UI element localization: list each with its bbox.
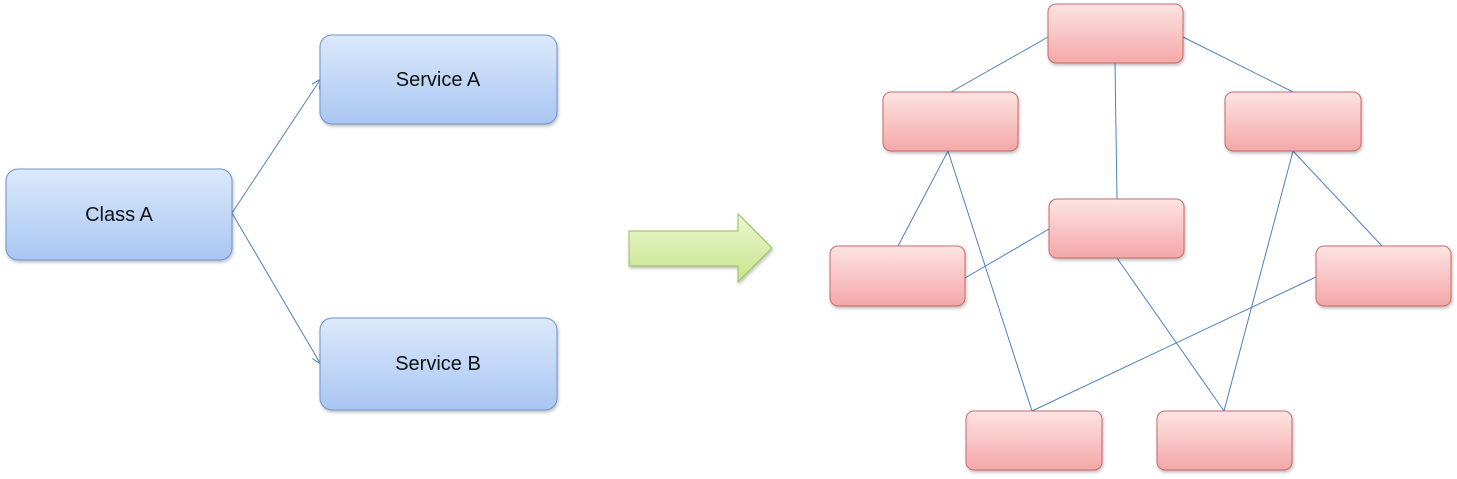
left-diagram: Class A Service A Service B	[5, 34, 558, 411]
network-edge	[1223, 150, 1294, 412]
service-a-label: Service A	[396, 69, 481, 91]
network-edge	[947, 150, 1033, 412]
network-edge	[1031, 276, 1317, 412]
network-edge	[1182, 36, 1294, 93]
network-edge	[950, 36, 1049, 93]
class-a-node: Class A	[5, 168, 233, 261]
network-edge	[1114, 62, 1118, 200]
network-node	[1047, 3, 1184, 64]
class-a-label: Class A	[85, 204, 153, 226]
service-b-node: Service B	[319, 317, 558, 411]
connector-class-a-to-service-a	[231, 80, 320, 214]
network-node	[1048, 198, 1185, 259]
right-arrow-icon	[628, 212, 773, 284]
right-diagram	[829, 3, 1452, 471]
connector-class-a-to-service-b	[231, 212, 320, 363]
network-edge	[964, 228, 1050, 279]
network-node	[1156, 410, 1293, 471]
network-node	[1224, 91, 1362, 152]
network-edges	[897, 36, 1383, 412]
service-b-label: Service B	[395, 353, 481, 375]
service-a-node: Service A	[319, 34, 558, 125]
network-node	[882, 91, 1019, 152]
network-nodes	[829, 3, 1452, 471]
network-node	[1315, 245, 1452, 307]
network-edge	[897, 150, 949, 247]
network-node	[965, 410, 1103, 471]
network-edge	[1292, 150, 1383, 247]
network-node	[829, 245, 966, 307]
network-edge	[1116, 257, 1225, 412]
